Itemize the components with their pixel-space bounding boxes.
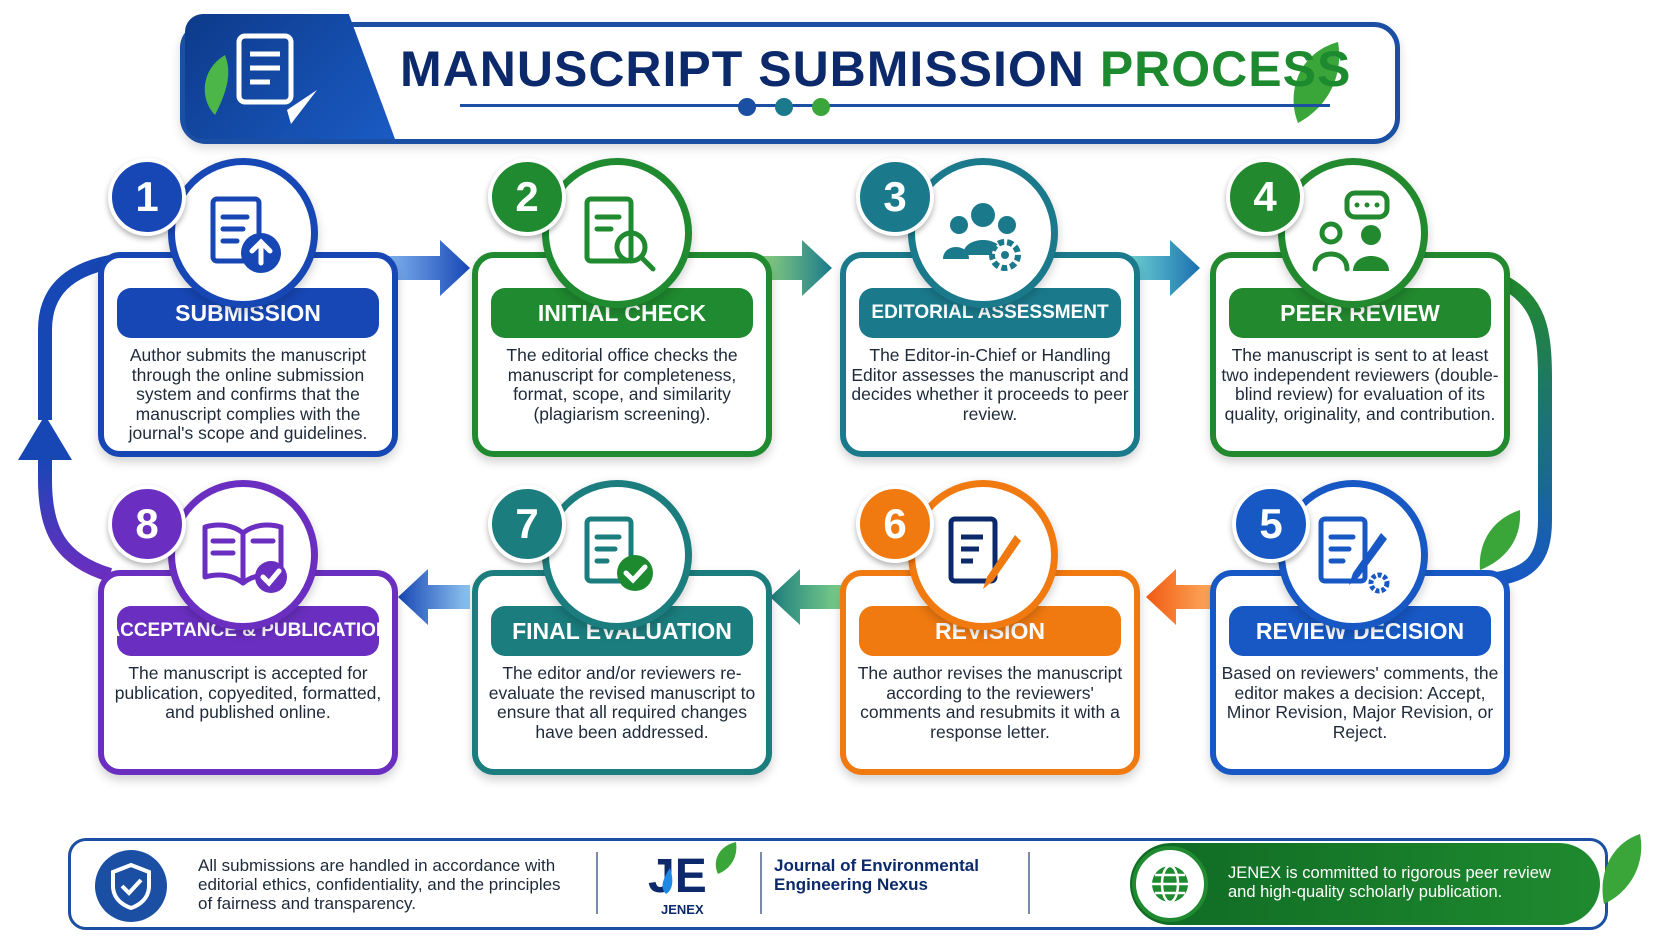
- globe-icon: [1152, 864, 1188, 904]
- loop-arrow-left-top: [38, 255, 112, 420]
- decor-dot: [812, 98, 830, 116]
- step-description: The editor and/or reviewers re-evaluate …: [488, 663, 756, 742]
- globe-badge: [1132, 846, 1208, 922]
- step-number-badge: 1: [108, 158, 186, 236]
- logo-wordmark: JENEX: [661, 902, 704, 917]
- document-upload-icon: [210, 196, 281, 273]
- step-number-badge: 7: [488, 485, 566, 563]
- loop-arrow-left: [38, 455, 113, 582]
- title-underline: [460, 104, 1330, 107]
- step-description: The author revises the manuscript accord…: [857, 663, 1123, 742]
- leaf-icon: [1293, 42, 1340, 123]
- step-number-badge: 8: [108, 485, 186, 563]
- page-title: MANUSCRIPT SUBMISSION PROCESS: [400, 41, 1352, 97]
- arrow-2-to-3: [760, 240, 832, 296]
- step-icon-circle: [908, 480, 1058, 630]
- step-icon-circle: [542, 158, 692, 308]
- leaf-icon: [1479, 510, 1521, 570]
- step-number-badge: 6: [856, 485, 934, 563]
- step-number-badge: 2: [488, 158, 566, 236]
- document-search-icon: [584, 196, 656, 272]
- step-icon-circle: [908, 158, 1058, 308]
- step-number-badge: 3: [856, 158, 934, 236]
- step-icon-circle: [542, 480, 692, 630]
- step-number-badge: 5: [1232, 485, 1310, 563]
- document-check-icon: [584, 516, 653, 591]
- leaf-icon: [204, 55, 229, 115]
- arrow-6-to-7: [770, 569, 842, 625]
- arrow-3-to-4: [1128, 240, 1200, 296]
- step-title: EDITORIAL ASSESSMENT: [859, 288, 1121, 338]
- book-check-icon: [202, 522, 287, 593]
- decor-dot: [738, 98, 756, 116]
- loop-arrow-left-up: [18, 415, 72, 460]
- document-send-icon: [236, 33, 317, 124]
- document-pencil-icon: [948, 516, 1021, 589]
- svg-text:JE: JE: [648, 850, 707, 903]
- step-description: The Editor-in-Chief or Handling Editor a…: [851, 345, 1129, 424]
- commitment-banner: [1130, 843, 1600, 925]
- step-icon-circle: [1278, 158, 1428, 308]
- step-description: Author submits the manuscript through th…: [128, 345, 368, 443]
- step-icon-circle: [168, 480, 318, 630]
- step-icon-circle: [168, 158, 318, 308]
- ethics-statement: All submissions are handled in accordanc…: [198, 856, 561, 913]
- journal-name: Journal of Environmental Engineering Nex…: [774, 856, 979, 894]
- arrow-7-to-8: [398, 569, 470, 625]
- step-description: The manuscript is accepted for publicati…: [114, 663, 382, 722]
- shield-check-icon: [111, 862, 151, 910]
- jenex-logo: JE: [648, 842, 737, 903]
- arrow-1-to-2: [388, 240, 470, 296]
- divider: [1028, 852, 1030, 914]
- divider: [596, 852, 598, 914]
- document-pen-gear-icon: [1318, 516, 1390, 594]
- step-number-badge: 4: [1226, 158, 1304, 236]
- step-description: Based on reviewers' comments, the editor…: [1221, 663, 1499, 742]
- step-description: The manuscript is sent to at least two i…: [1221, 345, 1499, 424]
- divider: [760, 852, 762, 914]
- leaf-icon: [1602, 834, 1642, 904]
- arrow-5-to-6: [1146, 569, 1218, 625]
- step-description: The editorial office checks the manuscri…: [506, 345, 738, 424]
- decor-dot: [775, 98, 793, 116]
- editors-gear-icon: [943, 203, 1021, 271]
- reviewers-chat-icon: [1312, 190, 1390, 272]
- step-card: [1210, 570, 1510, 775]
- commitment-text: JENEX is committed to rigorous peer revi…: [1228, 864, 1551, 901]
- shield-badge: [95, 850, 167, 922]
- loop-arrow-right: [1489, 273, 1552, 587]
